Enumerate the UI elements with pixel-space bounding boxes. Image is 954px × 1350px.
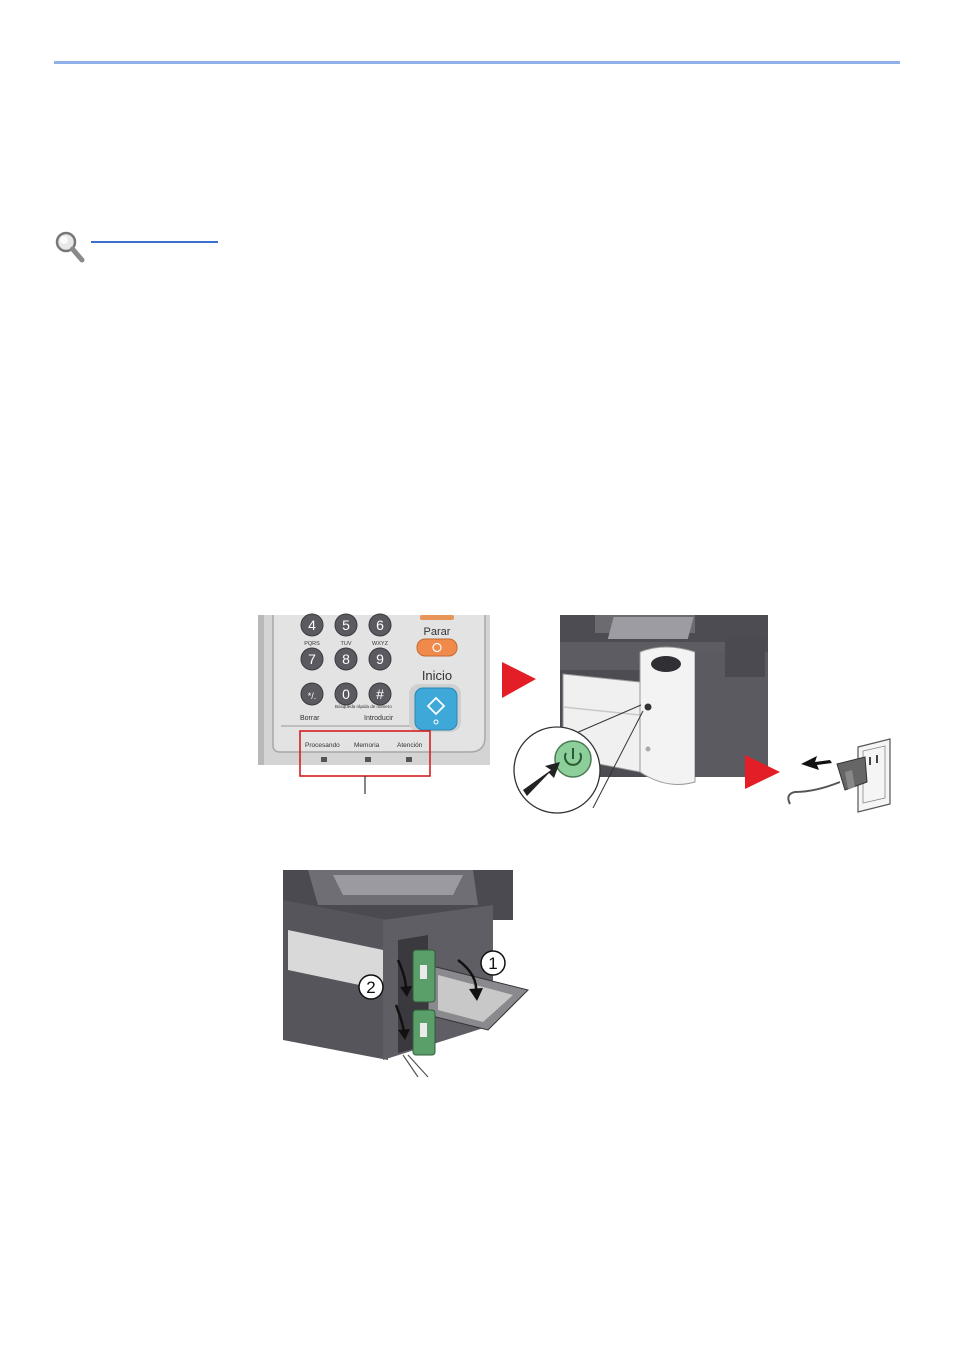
printer-rear [283,870,529,1078]
indicator-memory: Memoria [354,742,380,749]
key-letters: TUV [341,641,352,647]
power-switch-zoom [513,704,644,814]
quick-dial-label: Búsqueda rápida de número [335,704,392,709]
indicator-processing: Procesando [305,742,340,749]
indicator-attention: Atención [397,742,423,749]
key-8[interactable]: 8 [334,647,358,671]
key-letters: PQRS [304,641,320,647]
key-digit: 4 [308,617,316,633]
key-7[interactable]: 7 [300,647,324,671]
svg-text:1: 1 [488,954,497,973]
clear-label: Borrar [300,715,320,722]
red-arrow-1 [502,662,536,698]
callout-1: 1 [480,950,506,976]
key-digit: 8 [342,651,350,667]
callout-2: 2 [358,974,384,1000]
magnifier-icon [55,231,85,263]
key-digit: 7 [308,651,316,667]
start-button[interactable]: Inicio [409,668,461,732]
red-arrow-2 [745,755,780,789]
pull-arrow-icon [801,756,832,770]
key-digit: 9 [376,651,384,667]
header-rule [54,61,900,64]
key-hash[interactable]: # [368,682,392,706]
indicator-callout [299,730,431,794]
stop-button[interactable]: Parar [416,615,458,657]
key-digit: 0 [342,686,350,702]
key-star[interactable]: */. [300,682,324,706]
key-digit: 6 [376,617,384,633]
key-digit: # [376,686,384,702]
key-letters: WXYZ [372,641,389,647]
reference-link[interactable] [91,241,218,243]
key-9[interactable]: 9 [368,647,392,671]
rear-cover-figure: 1 2 [283,870,529,1078]
svg-text:2: 2 [366,978,375,997]
start-label: Inicio [422,668,452,683]
unplug-illustration [787,738,891,813]
enter-label: Introducir [364,715,394,722]
stop-label: Parar [424,626,451,638]
key-digit: 5 [342,617,350,633]
key-digit: */. [308,691,317,701]
key-0[interactable]: 0 [334,682,358,706]
